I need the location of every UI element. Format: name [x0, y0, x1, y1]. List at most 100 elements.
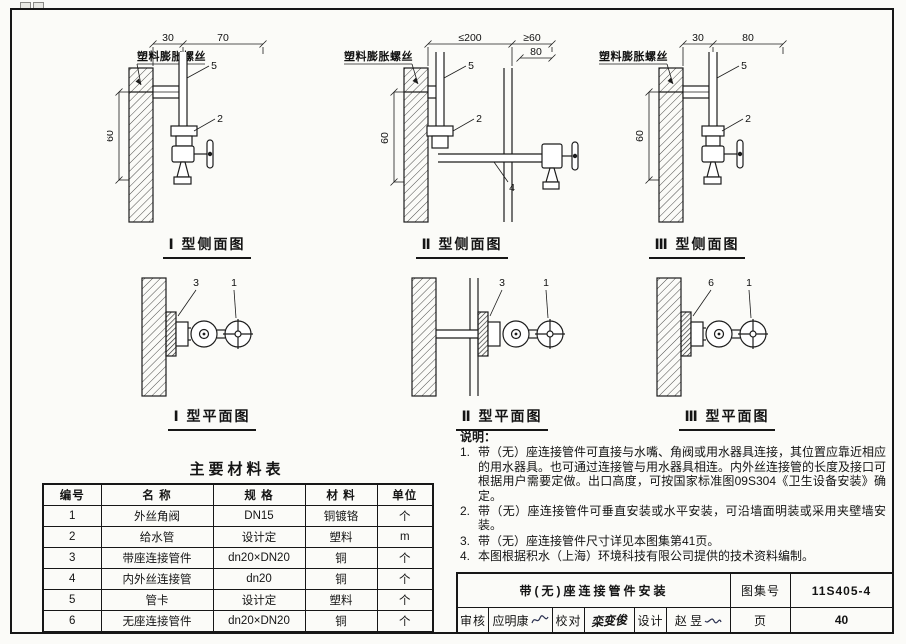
dim-label: 80	[530, 46, 542, 58]
column-header: 规 格	[212, 483, 306, 506]
expansion-screw-label: 塑料膨胀螺丝	[344, 49, 413, 63]
page-number: 40	[790, 607, 892, 632]
designer-name-text: 赵 昱	[674, 613, 703, 628]
wall-section	[128, 67, 154, 223]
cell: 1	[42, 505, 102, 527]
note-number: 3.	[460, 533, 471, 548]
table-row: 1 外丝角阀 DN15 铜镀铬 个	[42, 505, 434, 527]
horizontal-dimension	[149, 40, 267, 66]
column-header: 编号	[42, 483, 102, 506]
callout-number: 5	[211, 60, 217, 72]
type2-plan-caption: Ⅱ 型平面图	[456, 406, 548, 431]
note-number: 4.	[460, 549, 471, 564]
reviewer-name: 应明康	[488, 607, 552, 632]
dim-label: 60	[634, 130, 646, 142]
note-text: 带（无）座连接管件可垂直安装或水平安装，可沿墙面明装或采用夹壁墙安装。	[478, 504, 886, 533]
pipe-segment	[217, 329, 225, 339]
cell: 铜	[304, 568, 378, 590]
note-item: 2. 带（无）座连接管件可垂直安装或水平安装，可沿墙面明装或采用夹壁墙安装。	[460, 504, 886, 533]
faucet	[171, 139, 214, 185]
fitting-body	[175, 321, 189, 347]
horizontal-dimension-2	[516, 54, 556, 62]
cell: 4	[42, 568, 102, 590]
callout-number: 2	[476, 113, 482, 125]
cell: 个	[376, 589, 434, 611]
cell: dn20×DN20	[212, 547, 306, 569]
callout-leader	[186, 65, 210, 79]
dim-label: ≤200	[458, 32, 481, 44]
callout-leader	[452, 118, 475, 132]
cell: 铜	[304, 610, 378, 633]
type2-plan-view: 3 1 Ⅱ 型平面图	[382, 272, 622, 431]
type3-plan-view-drawing: 6 1	[656, 277, 768, 397]
note-item: 4. 本图根据积水（上海）环境科技有限公司提供的技术资料编制。	[460, 549, 886, 563]
cell: 个	[376, 547, 434, 569]
cell: 无座连接管件	[100, 610, 214, 633]
materials-table-title: 主要材料表	[189, 461, 285, 478]
cell: 塑料	[304, 589, 378, 611]
connector-pipe	[438, 153, 544, 163]
type1-side-view: 30 70 塑料膨胀螺丝	[107, 30, 307, 259]
column-header: 名 称	[100, 483, 214, 506]
note-text: 本图根据积水（上海）环境科技有限公司提供的技术资料编制。	[478, 549, 815, 564]
type1-side-caption: Ⅰ 型侧面图	[163, 234, 251, 259]
type1-side-view-drawing: 30 70 塑料膨胀螺丝	[107, 32, 267, 223]
callout-number: 5	[468, 60, 474, 72]
fitting-top-view	[190, 320, 218, 348]
note-text: 带（无）座连接管件可直接与水嘴、角阀或用水器具连接，其位置应靠近相应的用水器具。…	[478, 445, 887, 503]
type1-plan-caption: Ⅰ 型平面图	[168, 406, 256, 431]
cell: 带座连接管件	[100, 547, 214, 569]
expansion-screw-label: 塑料膨胀螺丝	[137, 49, 206, 63]
callout-number: 3	[193, 277, 199, 289]
cell: m	[376, 526, 434, 548]
callout-number: 1	[543, 277, 549, 289]
water-pipe	[435, 52, 445, 126]
callout-leader	[545, 289, 549, 319]
faucet	[541, 141, 579, 190]
reviewer-label: 审核	[456, 607, 488, 632]
callout-leader	[692, 289, 712, 317]
callout-leader	[177, 289, 197, 317]
cell: 铜	[304, 547, 378, 569]
cell: 个	[376, 610, 434, 633]
faucet	[701, 139, 744, 185]
callout-number: 1	[231, 277, 237, 289]
drawing-title: 带(无)座连接管件安装	[456, 572, 730, 607]
cavity-wall-panel	[503, 68, 513, 222]
cell: 塑料	[304, 526, 378, 548]
vertical-dimension	[390, 88, 404, 186]
cell: 内外丝连接管	[100, 568, 214, 590]
table-row: 6 无座连接管件 dn20×DN20 铜 个	[42, 610, 434, 633]
callout-leader	[489, 289, 503, 317]
water-pipe	[178, 52, 188, 126]
horizontal-dimension	[679, 40, 787, 66]
dim-label: 80	[742, 32, 754, 44]
pipe-clamp	[659, 85, 710, 99]
type2-plan-view-drawing: 3 1	[411, 277, 565, 397]
callout-number: 3	[499, 277, 505, 289]
callout-leader	[748, 289, 752, 319]
cell: 设计定	[212, 526, 306, 548]
dim-label: 70	[217, 32, 229, 44]
callout-leader	[716, 65, 740, 79]
cell: 管卡	[100, 589, 214, 611]
cell: 2	[42, 526, 102, 548]
type3-plan-view: 6 1 Ⅲ 型平面图	[627, 272, 827, 431]
column-header: 材 料	[304, 483, 378, 506]
vertical-dimension	[115, 88, 129, 184]
atlas-number: 11S405-4	[790, 572, 892, 607]
callout-number: 5	[741, 60, 747, 72]
page-frame: 30 70 塑料膨胀螺丝	[10, 8, 894, 634]
callout-leader	[721, 118, 744, 132]
pipe-segment	[703, 327, 706, 341]
cell: 设计定	[212, 589, 306, 611]
horizontal-dimension	[424, 40, 556, 66]
type1-plan-view: 3 1 Ⅰ 型平面图	[112, 272, 312, 431]
cell: 铜镀铬	[304, 505, 378, 527]
checker-label: 校对	[552, 607, 584, 632]
type2-side-view: ≤200 ≥60 80 塑料膨胀螺丝	[342, 30, 582, 259]
dim-label: 60	[107, 130, 116, 142]
type2-side-view-drawing: ≤200 ≥60 80 塑料膨胀螺丝	[344, 32, 579, 223]
cell: 3	[42, 547, 102, 569]
